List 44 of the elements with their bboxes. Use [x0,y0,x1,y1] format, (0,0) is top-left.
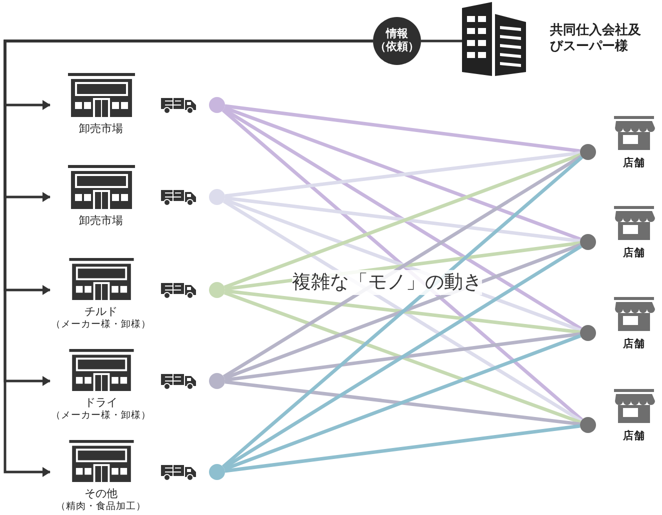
supplier-label: ドライ [84,396,118,410]
store-label: 店舗 [623,246,645,260]
hub-dot [580,325,596,341]
hub-dot [209,282,225,298]
hub-dot [580,417,596,433]
hub-dot [209,464,225,480]
supplier-label: 卸売市場 [79,214,123,228]
hub-dot [580,144,596,160]
flow-caption: 複雑な「モノ」の動き [292,270,482,295]
connector-line [224,243,582,380]
hub-dot [209,97,225,113]
connector-line [224,332,580,382]
store-label: 店舗 [623,429,645,443]
connector-line [222,108,584,422]
connector-line [224,289,580,334]
store-label: 店舗 [623,337,645,351]
connector-line [222,244,582,470]
connector-line [224,424,580,473]
connector-line [224,334,582,471]
connector-line [222,108,582,330]
hub-dot [209,189,225,205]
connector-line [222,200,582,422]
supplier-label: その他 [84,487,118,501]
supplier-label: チルド [84,305,118,319]
connector-line [224,291,582,424]
connector-line [224,153,582,289]
supplier-note: （精肉・食品加工） [56,500,146,512]
connector-line [224,151,580,198]
connector-line [224,106,582,241]
company-label: 共同仕入会社及びスーパー様 [550,22,642,56]
info-badge: 情報 （依頼） [373,17,421,65]
connector-line [224,104,580,153]
hub-dot [580,234,596,250]
arrow [4,40,373,477]
connector-line [224,380,580,426]
supplier-label: 卸売市場 [79,122,123,136]
supplier-note: （メーカー様・卸様） [51,410,151,421]
connector-line [222,156,584,468]
connector-line [224,196,580,243]
store-label: 店舗 [623,156,645,170]
supplier-note: （メーカー様・卸様） [51,318,151,330]
connector-line [421,40,462,42]
connector-line [222,154,582,378]
hub-dot [209,373,225,389]
